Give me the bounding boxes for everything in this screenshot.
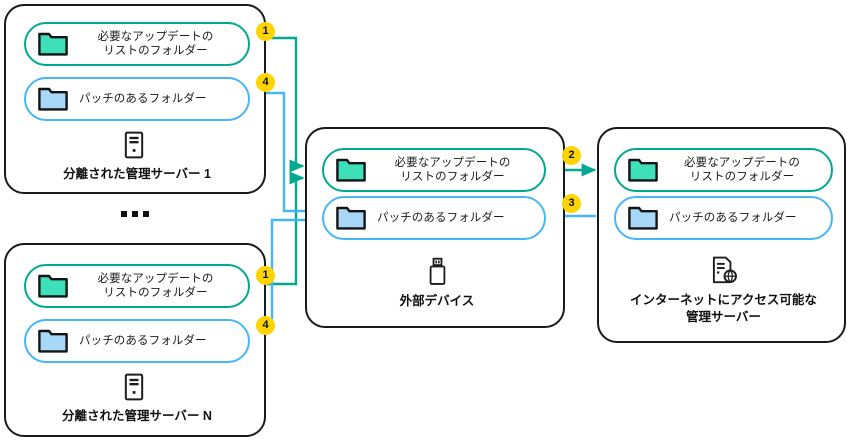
step-badge-3: 3 bbox=[562, 194, 581, 213]
folder-row-updates[interactable]: 必要なアップデートの リストのフォルダー bbox=[24, 264, 250, 308]
folder-row-label: パッチのあるフォルダー bbox=[79, 335, 207, 347]
server-globe-icon bbox=[701, 251, 747, 289]
server-tower-icon bbox=[114, 370, 154, 404]
folder-row-label: 必要なアップデートの リストのフォルダー bbox=[394, 157, 511, 183]
server-tower-icon bbox=[114, 128, 154, 162]
folder-row-updates[interactable]: 必要なアップデートの リストのフォルダー bbox=[614, 148, 833, 192]
ellipsis-dot bbox=[143, 211, 149, 217]
folder-row-label: パッチのあるフォルダー bbox=[669, 212, 797, 224]
group-internet-server: 必要なアップデートの リストのフォルダー パッチのあるフォルダー インターネット… bbox=[597, 127, 846, 343]
ellipsis-dot bbox=[121, 211, 127, 217]
step-badge-4-bottom: 4 bbox=[256, 316, 275, 335]
folder-row-updates[interactable]: 必要なアップデートの リストのフォルダー bbox=[322, 148, 546, 192]
ellipsis-more-servers bbox=[121, 211, 149, 217]
folder-row-label: パッチのあるフォルダー bbox=[377, 212, 505, 224]
folder-row-updates[interactable]: 必要なアップデートの リストのフォルダー bbox=[24, 22, 250, 66]
folder-blue-icon bbox=[38, 87, 68, 111]
group-caption: 分離された管理サーバー 1 bbox=[63, 167, 211, 181]
folder-row-label: 必要なアップデートの リストのフォルダー bbox=[684, 157, 800, 183]
step-badge-4-top: 4 bbox=[256, 73, 275, 92]
folder-teal-icon bbox=[628, 158, 658, 182]
folder-row-label: パッチのあるフォルダー bbox=[79, 93, 207, 105]
folder-blue-icon bbox=[38, 329, 68, 353]
group-caption: 分離された管理サーバー N bbox=[62, 409, 212, 423]
group-isolated-server-1: 必要なアップデートの リストのフォルダー パッチのあるフォルダー 分離された管理… bbox=[4, 4, 266, 194]
folder-teal-icon bbox=[38, 32, 68, 56]
folder-row-patches[interactable]: パッチのあるフォルダー bbox=[614, 196, 833, 240]
folder-row-patches[interactable]: パッチのあるフォルダー bbox=[24, 77, 250, 121]
folder-row-patches[interactable]: パッチのあるフォルダー bbox=[322, 196, 546, 240]
folder-teal-icon bbox=[38, 274, 68, 298]
folder-row-patches[interactable]: パッチのあるフォルダー bbox=[24, 319, 250, 363]
folder-row-label: 必要なアップデートの リストのフォルダー bbox=[97, 31, 214, 57]
step-badge-1-top: 1 bbox=[256, 22, 275, 41]
folder-blue-icon bbox=[336, 206, 366, 230]
ellipsis-dot bbox=[132, 211, 138, 217]
group-caption: インターネットにアクセス可能な 管理サーバー bbox=[630, 293, 817, 324]
group-isolated-server-n: 必要なアップデートの リストのフォルダー パッチのあるフォルダー 分離された管理… bbox=[4, 243, 266, 437]
usb-drive-icon bbox=[415, 253, 459, 289]
folder-teal-icon bbox=[336, 158, 366, 182]
step-badge-1-bottom: 1 bbox=[256, 266, 275, 285]
folder-blue-icon bbox=[628, 206, 658, 230]
group-caption: 外部デバイス bbox=[399, 294, 475, 308]
group-external-device: 必要なアップデートの リストのフォルダー パッチのあるフォルダー 外部デバイス bbox=[305, 127, 565, 328]
step-badge-2: 2 bbox=[562, 146, 581, 165]
folder-row-label: 必要なアップデートの リストのフォルダー bbox=[97, 273, 214, 299]
